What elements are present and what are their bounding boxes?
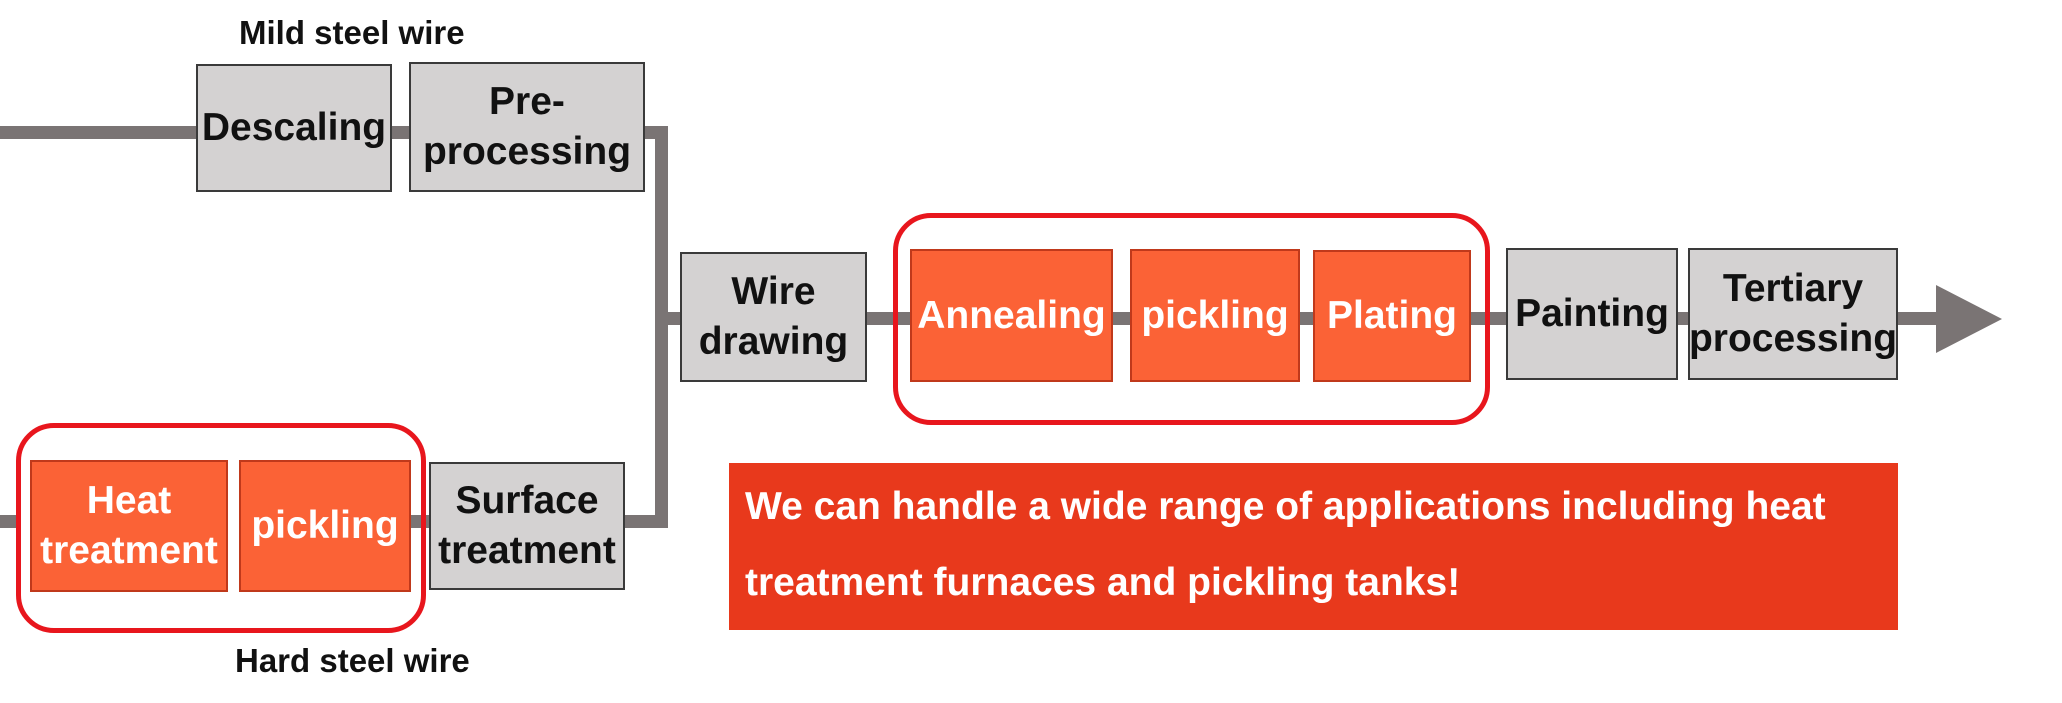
merge-vertical-line [655, 126, 668, 528]
wire-drawing-label-line2: drawing [698, 320, 849, 363]
callout-line-2: treatment furnaces and pickling tanks! [745, 561, 1461, 604]
tertiary-processing-label-line1: Tertiary [1722, 267, 1864, 310]
wire-drawing-box: Wire drawing [680, 252, 867, 382]
hard-input-line [0, 515, 20, 528]
painting-label: Painting [1515, 292, 1669, 335]
heat-treatment-label-line1: Heat [86, 479, 172, 522]
callout-line-1: We can handle a wide range of applicatio… [745, 485, 1826, 528]
plating-label: Plating [1326, 294, 1457, 337]
tertiary-processing-box: Tertiary processing [1688, 248, 1898, 380]
heat-treatment-label-line2: treatment [40, 529, 218, 572]
annealing-label: Annealing [917, 293, 1106, 337]
pickling-hard-label: pickling [251, 504, 399, 547]
hard-steel-wire-label: Hard steel wire [235, 642, 470, 679]
painting-box: Painting [1506, 248, 1678, 380]
preprocessing-label-line1: Pre- [489, 80, 565, 123]
heat-treatment-box: Heat treatment [30, 460, 228, 592]
hard-to-merge-line [625, 515, 668, 528]
pickling-main-box: pickling [1130, 249, 1300, 382]
preprocessing-box: Pre- processing [409, 62, 645, 192]
merge-to-drawing-line [662, 312, 682, 325]
tertiary-processing-label-line2: processing [1688, 317, 1898, 360]
flow-arrowhead [1936, 285, 2002, 353]
surface-treatment-box: Surface treatment [429, 462, 625, 590]
pickling-main-label: pickling [1141, 293, 1289, 337]
hard-wire-highlight-group [16, 423, 426, 633]
annealing-box: Annealing [910, 249, 1113, 382]
descaling-box: Descaling [196, 64, 392, 192]
mild-steel-wire-label: Mild steel wire [239, 14, 465, 51]
pickling-hard-box: pickling [239, 460, 411, 592]
descaling-label: Descaling [201, 106, 387, 149]
mild-input-line [0, 126, 196, 139]
preprocessing-label-line2: processing [422, 130, 632, 173]
plating-box: Plating [1313, 250, 1471, 382]
wire-drawing-label-line1: Wire [731, 270, 816, 313]
mild-connector [392, 126, 412, 139]
applications-callout: We can handle a wide range of applicatio… [729, 463, 1898, 630]
surface-treatment-label-line2: treatment [438, 529, 616, 572]
surface-treatment-label-line1: Surface [455, 479, 599, 522]
main-highlight-group [893, 213, 1490, 425]
